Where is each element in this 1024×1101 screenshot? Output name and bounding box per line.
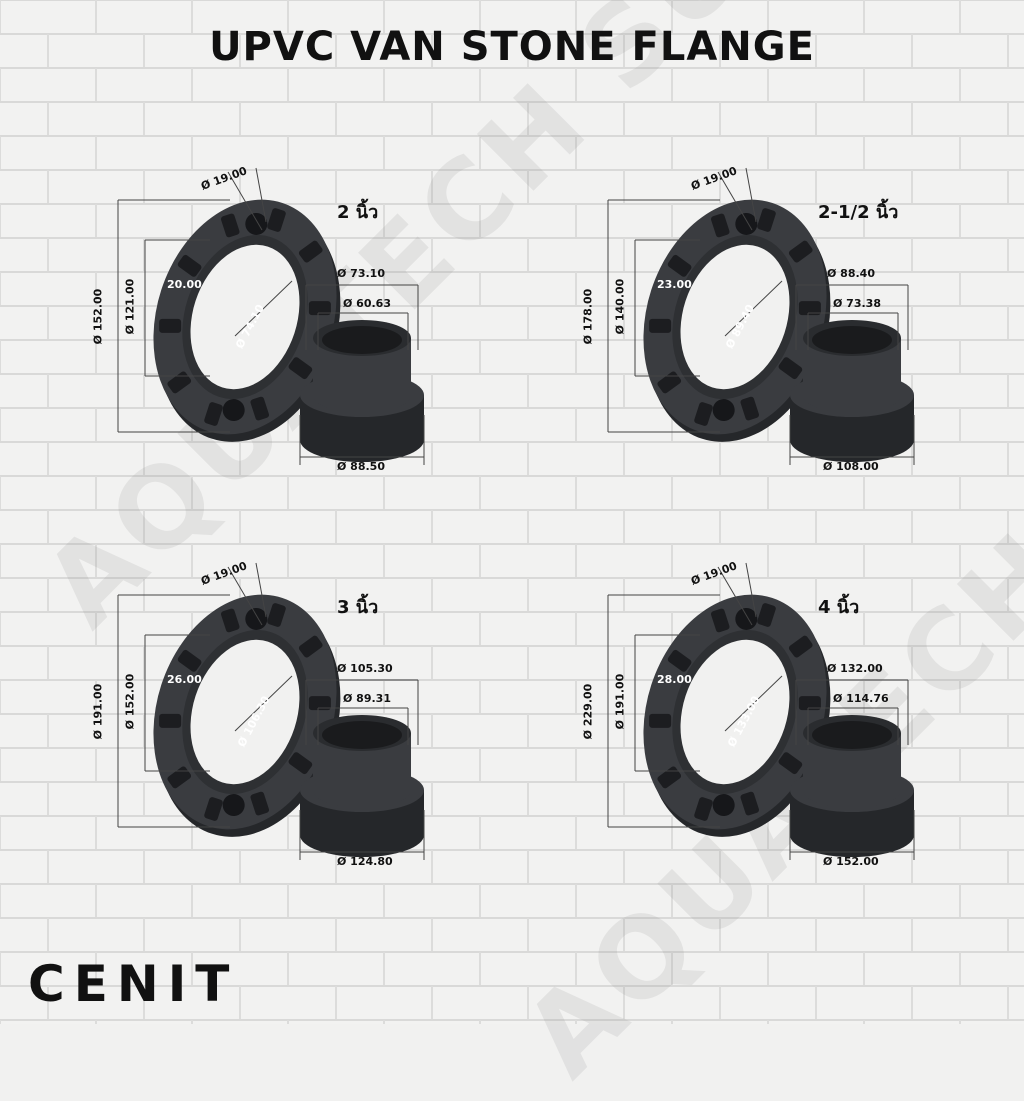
size-label: 2 นิ้ว xyxy=(337,202,379,223)
dimension-line xyxy=(717,566,753,626)
size-label: 3 นิ้ว xyxy=(337,597,379,618)
stub-outer-dim: Ø 73.10 xyxy=(337,267,385,280)
stub-base-dim: Ø 108.00 xyxy=(823,460,879,473)
stub-inner-dim: Ø 89.31 xyxy=(343,692,391,705)
dimension-line xyxy=(745,562,757,618)
flange-drawing xyxy=(607,167,915,465)
thickness-dim: 26.00 xyxy=(167,673,202,686)
dimension-line xyxy=(255,167,267,223)
stub-outer-dim: Ø 88.40 xyxy=(827,267,875,280)
dimension-line xyxy=(745,167,757,223)
dimension-line xyxy=(234,280,293,337)
dimension-line xyxy=(255,562,267,618)
pcd-dim: Ø 121.00 xyxy=(123,278,137,335)
stub-end xyxy=(790,715,914,857)
outer-diameter-dim: Ø 229.00 xyxy=(581,683,595,740)
pcd-dim: Ø 152.00 xyxy=(123,673,137,730)
flange-drawing xyxy=(117,167,425,465)
size-label: 2-1/2 นิ้ว xyxy=(818,202,899,223)
size-label: 4 นิ้ว xyxy=(818,597,860,618)
stub-outer-dim: Ø 105.30 xyxy=(337,662,393,675)
outer-diameter-dim: Ø 152.00 xyxy=(91,288,105,345)
flange-drawing xyxy=(607,562,915,860)
dimension-line xyxy=(724,675,783,732)
stub-base-dim: Ø 152.00 xyxy=(823,855,879,868)
brick-wall-background xyxy=(0,0,1024,1024)
flange-ring xyxy=(153,594,341,837)
stub-outer-dim: Ø 132.00 xyxy=(827,662,883,675)
brand-logo: CENIT xyxy=(28,955,239,1013)
stub-inner-dim: Ø 73.38 xyxy=(833,297,881,310)
thickness-dim: 28.00 xyxy=(657,673,692,686)
stub-base-dim: Ø 124.80 xyxy=(337,855,393,868)
dimension-line xyxy=(724,280,783,337)
stub-inner-dim: Ø 60.63 xyxy=(343,297,391,310)
dimension-line xyxy=(227,171,263,231)
dimension-line xyxy=(227,566,263,626)
stub-inner-dim: Ø 114.76 xyxy=(833,692,889,705)
pcd-dim: Ø 191.00 xyxy=(613,673,627,730)
flange-ring xyxy=(643,199,831,442)
page-title: UPVC VAN STONE FLANGE xyxy=(209,24,815,70)
stub-base-dim: Ø 88.50 xyxy=(337,460,385,473)
thickness-dim: 23.00 xyxy=(657,278,692,291)
stub-end xyxy=(300,320,424,462)
stub-end xyxy=(790,320,914,462)
stub-end xyxy=(300,715,424,857)
outer-diameter-dim: Ø 191.00 xyxy=(91,683,105,740)
flange-ring xyxy=(153,199,341,442)
outer-diameter-dim: Ø 178.00 xyxy=(581,288,595,345)
pcd-dim: Ø 140.00 xyxy=(613,278,627,335)
flange-drawing xyxy=(117,562,425,860)
thickness-dim: 20.00 xyxy=(167,278,202,291)
dimension-line xyxy=(717,171,753,231)
dimension-line xyxy=(234,675,293,732)
